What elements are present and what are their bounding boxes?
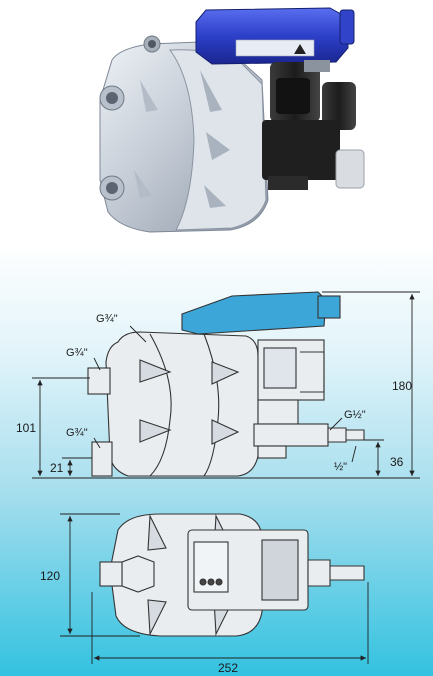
dim-total-height: 180: [392, 379, 412, 393]
side-view-main-body: [105, 331, 259, 477]
dimension-values: 180 101 21 36 120 252: [16, 379, 412, 675]
thread-label-top-port: G¾": [96, 313, 118, 325]
thread-label-inlet-lower: G¾": [66, 427, 88, 439]
top-view: [99, 513, 365, 637]
side-view-inlet-upper: [87, 367, 111, 395]
thread-label-inlet-upper: G¾": [66, 347, 88, 359]
dim-depth: 120: [40, 569, 60, 583]
side-view-cover-flange: [149, 333, 220, 477]
dim-outlet-height: 36: [390, 455, 404, 469]
warning-triangle-icon: [294, 44, 306, 54]
side-view-blue-housing: [181, 291, 327, 335]
side-view: [87, 291, 365, 477]
thread-label-outlet: G½": [344, 409, 366, 421]
dim-inlet-height: 101: [16, 421, 36, 435]
top-view-inlet-nut: [121, 555, 155, 593]
photo-solenoid-connectors: [262, 60, 365, 190]
dim-total-length: 252: [218, 661, 238, 675]
photo-aluminium-body: [99, 41, 269, 233]
photo-inlet-ports: [99, 35, 161, 201]
top-view-outlet-nozzle: [307, 559, 365, 587]
side-view-housing-cap: [317, 295, 341, 319]
side-view-hose-nozzle: [327, 427, 365, 443]
dimension-lines: [32, 291, 420, 664]
dim-base-offset: 21: [50, 461, 64, 475]
thread-labels: G¾" G¾" G¾" G½" ½": [66, 313, 366, 473]
product-photo: [99, 7, 365, 233]
side-view-inlet-lower: [91, 441, 113, 477]
side-view-outlet-valve: [253, 423, 329, 447]
photo-blue-housing: [195, 7, 355, 65]
thread-label-outlet-small: ½": [334, 461, 347, 473]
top-view-display-panel: [261, 539, 299, 601]
